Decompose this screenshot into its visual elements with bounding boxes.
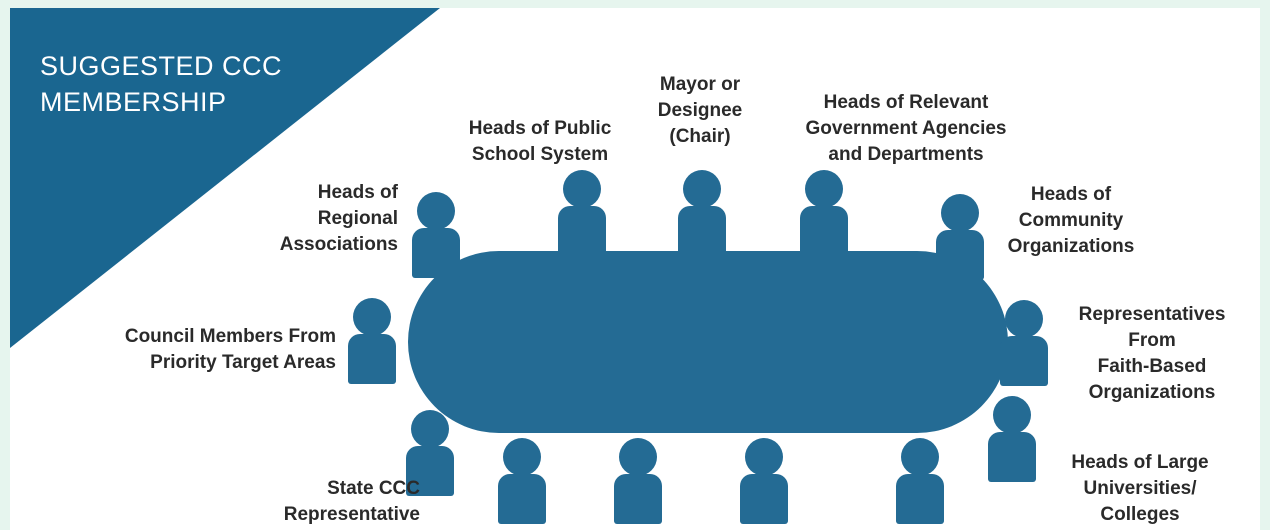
person-icon-public-school	[556, 170, 608, 270]
person-icon-bottom-3	[738, 438, 790, 530]
person-icon-government	[798, 170, 850, 270]
person-icon-council	[346, 298, 398, 398]
label-state-rep: State CCC Representative	[283, 478, 420, 525]
person-icon-bottom-4	[894, 438, 946, 530]
person-icon-mayor	[676, 170, 728, 270]
label-mayor: Mayor or Designee (Chair)	[657, 74, 743, 147]
person-icon-bottom-2	[612, 438, 664, 530]
person-icon-faith	[998, 300, 1050, 400]
person-icon-bottom-1	[496, 438, 548, 530]
label-regional: Heads of Regional Associations	[279, 182, 398, 255]
title-banner-triangle	[10, 8, 440, 348]
label-universities: Heads of Large Universities/ Colleges	[1071, 452, 1209, 525]
label-community: Heads of Community Organizations	[1007, 184, 1135, 257]
conference-table	[408, 251, 1008, 433]
label-public-school: Heads of Public School System	[468, 118, 612, 165]
label-council: Council Members From Priority Target Are…	[124, 326, 336, 373]
label-faith: Representatives From Faith-Based Organiz…	[1078, 304, 1226, 403]
title-banner	[10, 8, 440, 348]
diagram-canvas: SUGGESTED CCC MEMBERSHIP Mayor or Design…	[10, 8, 1260, 530]
label-government: Heads of Relevant Government Agencies an…	[805, 92, 1007, 165]
diagram-title: SUGGESTED CCC MEMBERSHIP	[40, 51, 283, 117]
person-icon-state-rep	[404, 410, 456, 510]
person-icon-community	[934, 194, 986, 294]
person-icon-regional	[410, 192, 462, 292]
person-icon-universities	[986, 396, 1038, 496]
